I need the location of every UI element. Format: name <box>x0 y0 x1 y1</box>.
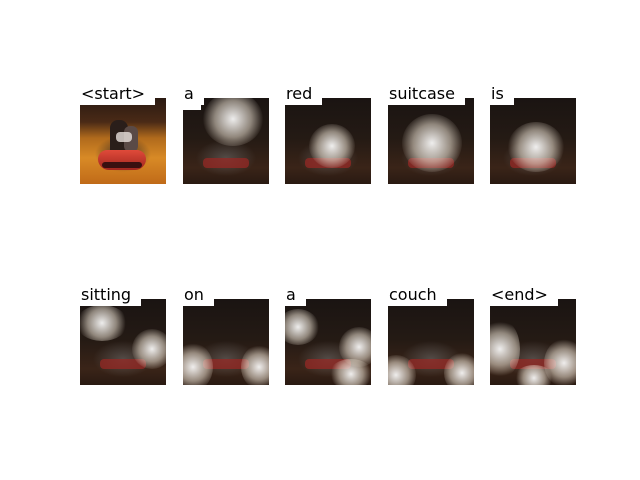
attention-map <box>490 98 576 184</box>
attention-map <box>183 299 269 385</box>
attention-panel-on: on <box>183 284 269 385</box>
attention-map <box>388 98 474 184</box>
attention-panel-sitting: sitting <box>80 284 166 385</box>
caption-word: red <box>285 83 323 105</box>
attention-map <box>285 98 371 184</box>
attention-map <box>80 299 166 385</box>
attention-panel-a-2: a <box>285 284 371 385</box>
attention-panel-suitcase: suitcase <box>388 83 474 184</box>
caption-word: on <box>183 284 214 306</box>
caption-word: suitcase <box>388 83 465 105</box>
attention-map <box>183 98 269 184</box>
caption-word: sitting <box>80 284 142 306</box>
attention-panel-start: <start> <box>80 83 166 184</box>
source-image <box>80 98 166 184</box>
attention-map <box>490 299 576 385</box>
attention-panel-is: is <box>490 83 576 184</box>
attention-panel-couch: couch <box>388 284 474 385</box>
caption-word: <end> <box>490 284 558 306</box>
caption-word: a <box>183 83 204 105</box>
caption-word: <start> <box>80 83 156 105</box>
attention-map <box>388 299 474 385</box>
attention-panel-a: a <box>183 83 269 184</box>
attention-panel-red: red <box>285 83 371 184</box>
attention-map <box>285 299 371 385</box>
caption-word: couch <box>388 284 447 306</box>
caption-word: is <box>490 83 514 105</box>
attention-panel-end: <end> <box>490 284 576 385</box>
caption-word: a <box>285 284 306 306</box>
